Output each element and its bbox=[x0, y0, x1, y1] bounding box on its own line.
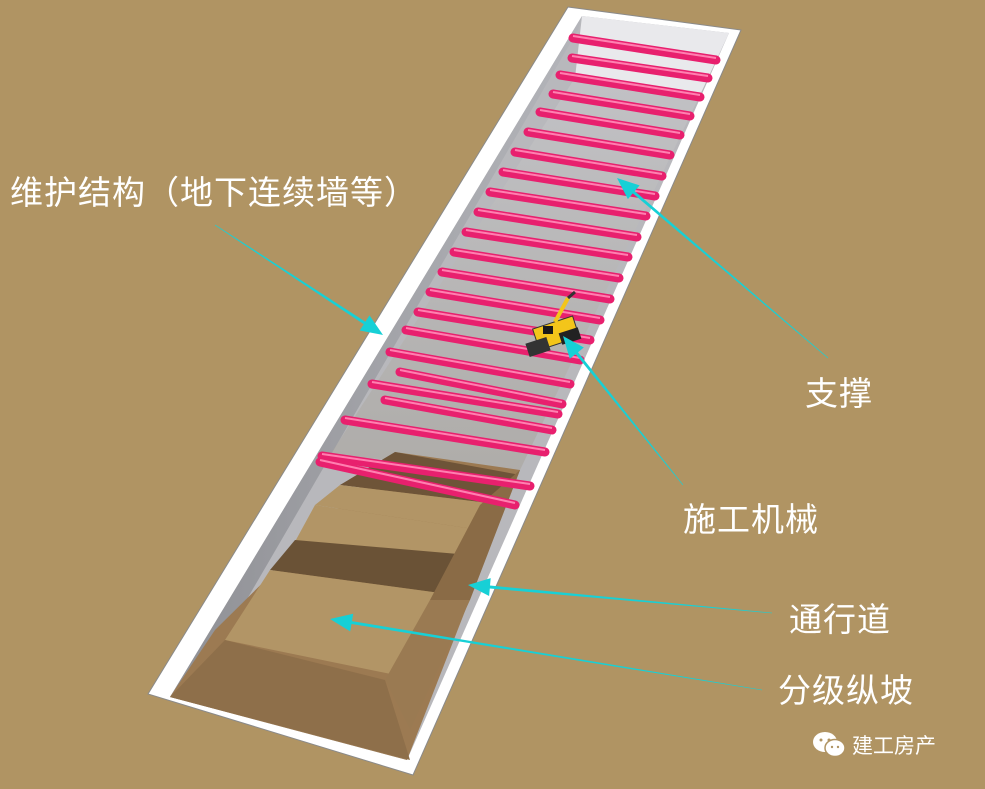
strut bbox=[367, 379, 563, 419]
passage-ramp-lower bbox=[385, 600, 470, 730]
strut-highlight bbox=[539, 109, 681, 134]
strut bbox=[485, 187, 651, 221]
strut-highlight bbox=[514, 149, 663, 175]
inner-wall-left bbox=[170, 16, 582, 697]
strut-highlight bbox=[405, 327, 581, 359]
strut bbox=[437, 267, 615, 304]
slope-step-2-dark bbox=[270, 540, 470, 595]
label-retaining-wall: 维护结构（地下连续墙等） bbox=[10, 173, 418, 212]
strut-highlight bbox=[321, 453, 531, 485]
strut bbox=[315, 457, 520, 510]
strut bbox=[555, 70, 705, 102]
strut-highlight bbox=[527, 129, 671, 154]
strut-highlight bbox=[453, 249, 620, 277]
arrow-construction-machine bbox=[563, 336, 684, 486]
arrow-graded-slope bbox=[330, 613, 762, 691]
label-passage: 通行道 bbox=[789, 600, 891, 639]
strut-highlight bbox=[559, 72, 701, 96]
strut bbox=[461, 227, 633, 262]
strut bbox=[535, 107, 685, 140]
slope-step-1-face bbox=[315, 485, 505, 530]
strut-highlight bbox=[571, 55, 709, 77]
strut bbox=[548, 89, 695, 121]
strut bbox=[340, 415, 550, 457]
strut-highlight bbox=[552, 91, 691, 115]
strut bbox=[395, 367, 567, 409]
arrow-group bbox=[214, 178, 829, 691]
strut bbox=[523, 127, 675, 160]
strut bbox=[510, 147, 667, 181]
wechat-icon bbox=[813, 732, 846, 758]
arrow-passage bbox=[468, 578, 772, 614]
label-construction-machine: 施工机械 bbox=[683, 500, 819, 539]
strut bbox=[449, 247, 624, 283]
strut-highlight bbox=[399, 369, 563, 403]
strut-group bbox=[315, 33, 721, 510]
strut-highlight bbox=[441, 269, 611, 298]
pit-bottom-dark bbox=[170, 640, 410, 760]
strut bbox=[401, 325, 585, 365]
strut-highlight bbox=[489, 189, 647, 215]
strut bbox=[567, 53, 713, 83]
strut bbox=[385, 347, 575, 389]
strut bbox=[380, 395, 557, 435]
construction-machine bbox=[525, 290, 582, 358]
strut bbox=[425, 287, 605, 325]
strut-highlight bbox=[429, 289, 601, 319]
strut-highlight bbox=[371, 381, 559, 413]
strut-highlight bbox=[572, 35, 717, 59]
strut-highlight bbox=[465, 229, 629, 256]
strut bbox=[568, 33, 721, 65]
strut-highlight bbox=[319, 459, 516, 504]
strut-highlight bbox=[344, 417, 546, 451]
strut bbox=[317, 451, 535, 491]
arrow-strut bbox=[617, 178, 829, 359]
label-graded-slope: 分级纵坡 bbox=[778, 671, 914, 710]
watermark: 建工房产 bbox=[812, 730, 936, 760]
watermark-text: 建工房产 bbox=[852, 734, 936, 758]
arrow-retaining-wall bbox=[214, 224, 383, 335]
label-strut: 支撑 bbox=[805, 374, 873, 413]
strut-highlight bbox=[384, 397, 553, 429]
strut-highlight bbox=[477, 209, 638, 236]
strut bbox=[473, 207, 642, 242]
strut-highlight bbox=[389, 349, 571, 383]
